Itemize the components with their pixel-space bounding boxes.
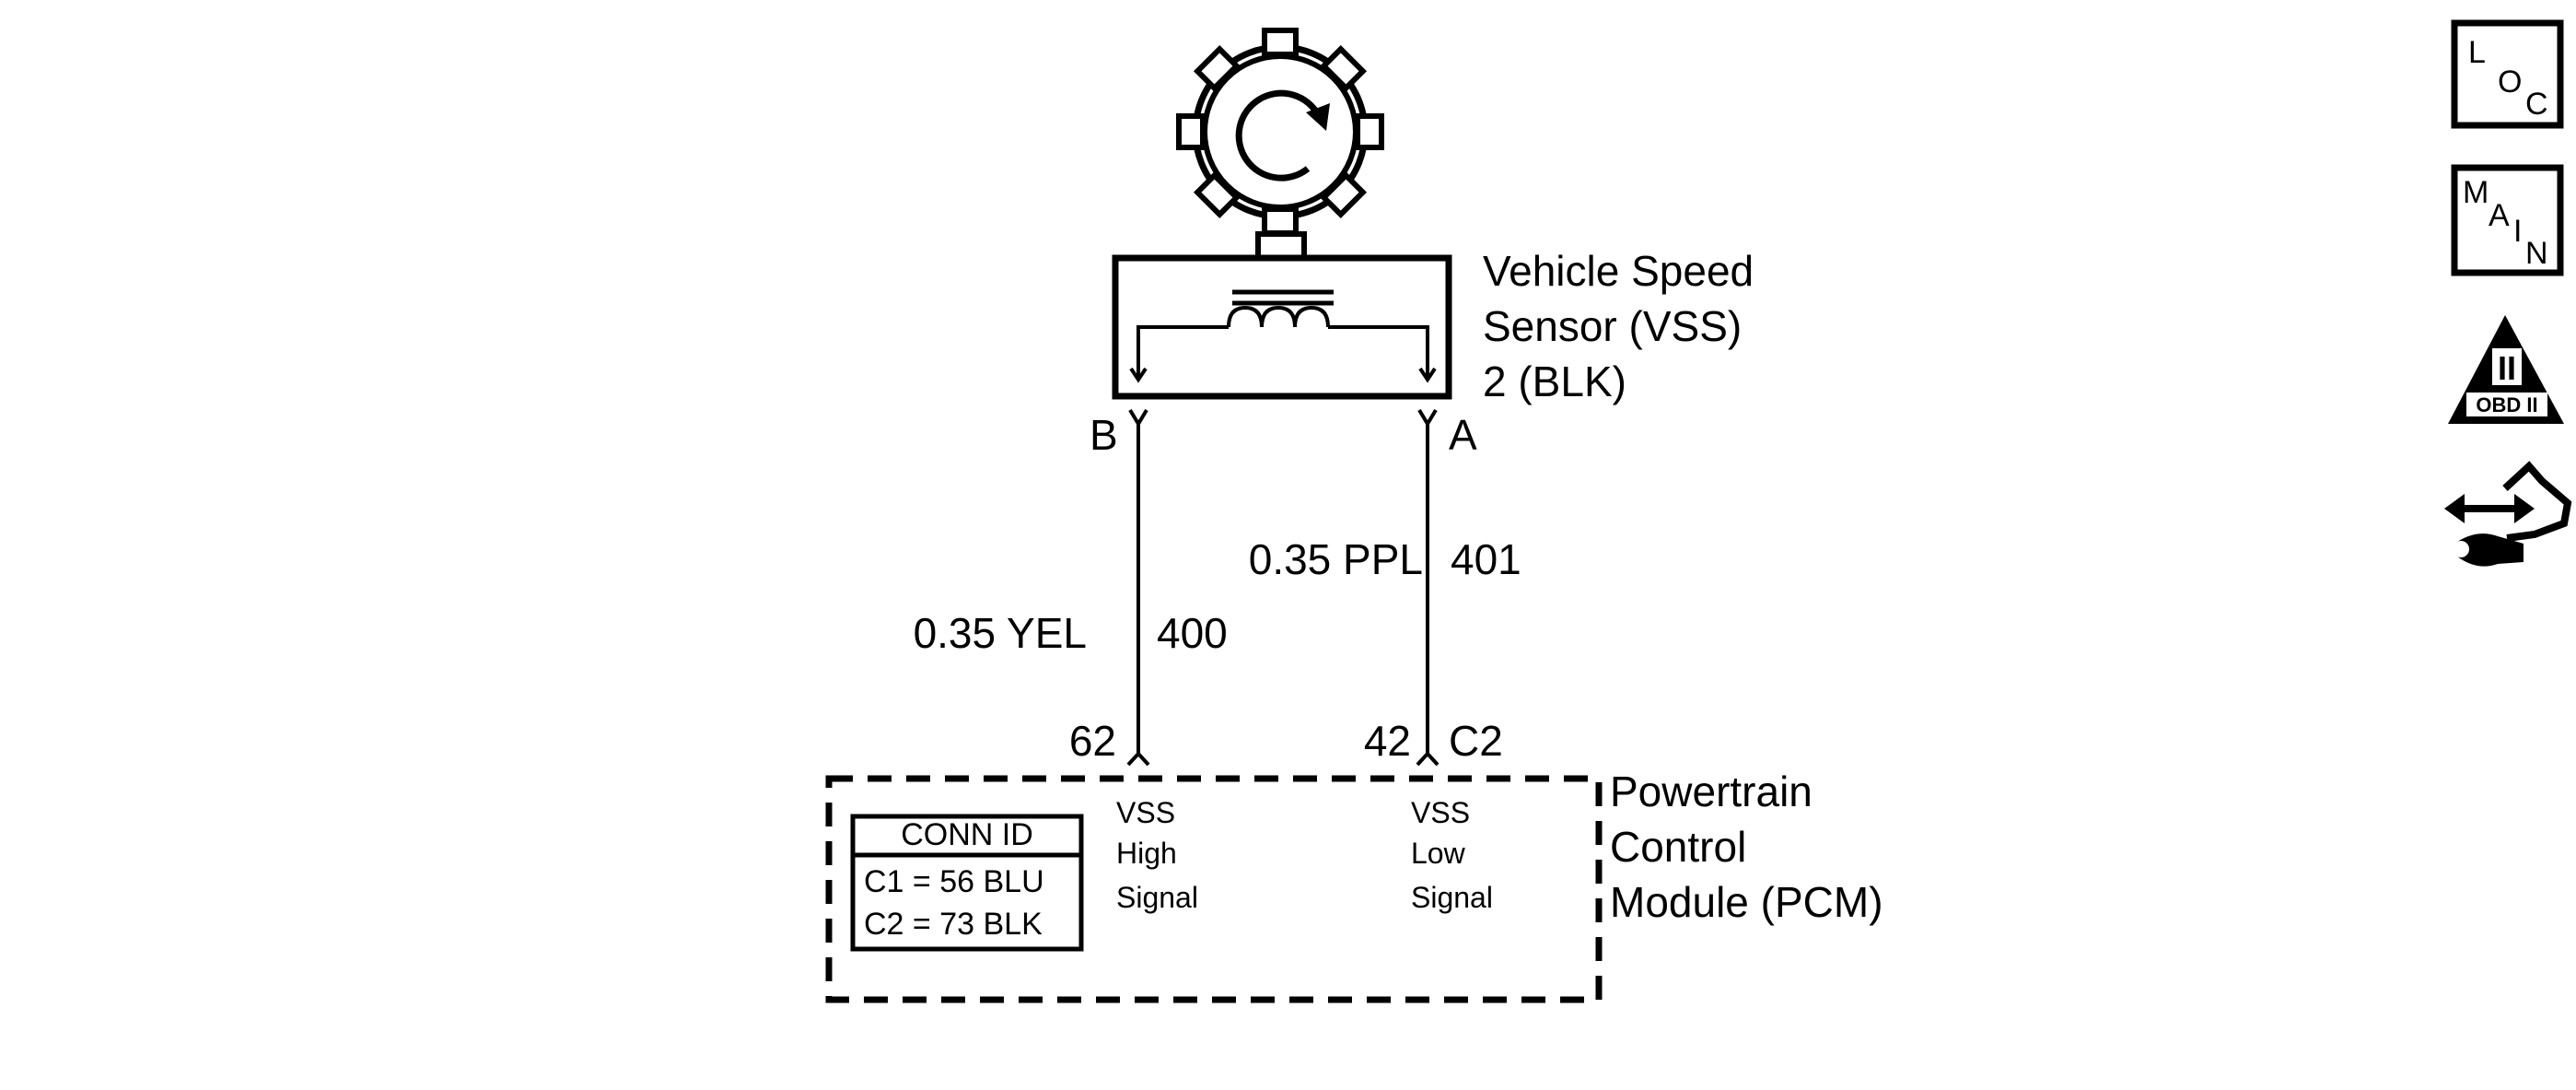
conn-id-row-c1: C1 = 56 BLU	[864, 864, 1044, 899]
wire-400-circuit: 400	[1157, 609, 1228, 657]
vss-low-line3: Signal	[1411, 881, 1493, 914]
vss-high-line1: VSS	[1116, 796, 1175, 829]
pcm-pin-42: 42	[1364, 717, 1411, 765]
main-icon-i: I	[2513, 214, 2522, 249]
reluctor-wheel-icon	[1176, 28, 1384, 236]
main-icon-n: N	[2525, 236, 2548, 271]
sensor-name-line1: Vehicle Speed	[1483, 247, 1754, 295]
wire-400-gauge-color: 0.35 YEL	[914, 609, 1087, 657]
wire-401-circuit: 401	[1451, 535, 1521, 583]
sensor-name-line3: 2 (BLK)	[1483, 357, 1626, 405]
sensor-name-line2: Sensor (VSS)	[1483, 302, 1742, 350]
pcm-name-line3: Module (PCM)	[1610, 878, 1883, 926]
obd-ii-label: OBD II	[2476, 393, 2537, 416]
pcm-pin-62: 62	[1069, 717, 1116, 765]
loc-icon-o: O	[2498, 64, 2522, 100]
pin-b-label: B	[1090, 411, 1118, 459]
main-icon[interactable]: M A I N	[2451, 164, 2564, 276]
diagnostic-tool-icon[interactable]	[2444, 461, 2572, 567]
conn-id-table	[850, 814, 1084, 952]
loc-icon[interactable]: L O C	[2451, 19, 2564, 129]
obd-ii-numeral: II	[2498, 349, 2516, 387]
vss-high-line3: Signal	[1116, 881, 1198, 914]
main-icon-m: M	[2463, 175, 2489, 210]
wire-401-gauge-color: 0.35 PPL	[1249, 535, 1423, 583]
conn-id-row-c2: C2 = 73 BLK	[864, 907, 1043, 942]
obd-ii-icon[interactable]: II OBD II	[2448, 315, 2564, 424]
pcm-name-line2: Control	[1610, 823, 1746, 871]
pcm-name-line1: Powertrain	[1610, 768, 1813, 815]
conn-id-header: CONN ID	[901, 817, 1033, 852]
loc-icon-l: L	[2468, 35, 2486, 70]
vss-low-line1: VSS	[1411, 796, 1470, 829]
sensor-connector	[1128, 408, 1438, 428]
loc-icon-c: C	[2525, 87, 2548, 122]
main-icon-a: A	[2489, 198, 2510, 233]
pcm-connector-id: C2	[1449, 717, 1503, 765]
vss-low-line2: Low	[1411, 837, 1466, 870]
pcm-connector	[1126, 751, 1440, 767]
vss-high-line2: High	[1116, 837, 1177, 870]
pcm-module-box	[825, 775, 1603, 1003]
vehicle-speed-sensor	[1112, 231, 1452, 400]
pin-a-label: A	[1449, 411, 1477, 459]
